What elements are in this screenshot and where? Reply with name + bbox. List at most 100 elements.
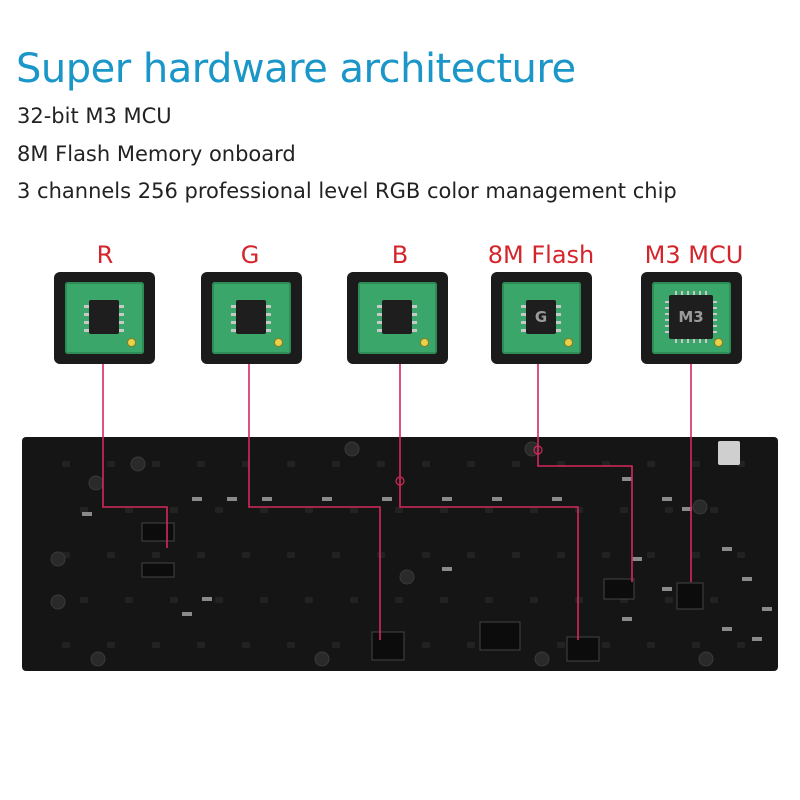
smd-component xyxy=(442,497,452,501)
switch-pad xyxy=(287,461,295,467)
switch-pad xyxy=(197,552,205,558)
board-ic xyxy=(141,522,175,542)
board-ic xyxy=(479,621,521,651)
switch-pad xyxy=(242,642,250,648)
mounting-hole xyxy=(50,594,66,610)
chip-pin xyxy=(377,305,382,308)
chip-pin xyxy=(266,305,271,308)
chip-pin xyxy=(266,313,271,316)
chip-pin xyxy=(665,319,669,321)
trace-r xyxy=(102,364,168,548)
trace-b xyxy=(399,364,579,640)
chip-pin xyxy=(713,301,717,303)
switch-pad xyxy=(647,552,655,558)
chip-pin xyxy=(681,291,683,295)
switch-pad xyxy=(152,552,160,558)
switch-pad xyxy=(692,642,700,648)
chip-card-mcu: M3 xyxy=(641,272,742,364)
switch-pad xyxy=(242,461,250,467)
switch-pad xyxy=(107,642,115,648)
smd-component xyxy=(682,507,692,511)
switch-pad xyxy=(440,597,448,603)
board-ic xyxy=(371,631,405,661)
switch-pad xyxy=(170,597,178,603)
smd-component xyxy=(742,577,752,581)
switch-pad xyxy=(107,461,115,467)
mcu-logo-icon: M3 xyxy=(678,308,704,326)
mounting-hole xyxy=(534,651,550,667)
smd-component xyxy=(752,637,762,641)
chip-pin xyxy=(687,339,689,343)
via-b xyxy=(395,476,405,486)
board-ic xyxy=(603,578,635,600)
board-ic xyxy=(676,582,704,610)
trace-flash xyxy=(537,364,633,582)
switch-pad xyxy=(395,597,403,603)
chip-pin xyxy=(412,321,417,324)
chip-pin xyxy=(693,291,695,295)
smd-component xyxy=(622,617,632,621)
chip-label-g: G xyxy=(240,241,260,269)
chip-card-b xyxy=(347,272,448,364)
chip-pin xyxy=(412,313,417,316)
switch-pad xyxy=(260,507,268,513)
chip-pin xyxy=(705,339,707,343)
mounting-hole xyxy=(50,551,66,567)
chip-label-flash: 8M Flash xyxy=(487,241,595,269)
chip-pin xyxy=(699,291,701,295)
smd-component xyxy=(552,497,562,501)
smd-component xyxy=(322,497,332,501)
chip-pcb: M3 xyxy=(652,282,731,354)
switch-pad xyxy=(332,461,340,467)
chip-pin xyxy=(665,325,669,327)
chip-pin xyxy=(231,321,236,324)
chip-pin xyxy=(84,321,89,324)
chip-pin xyxy=(713,331,717,333)
chip-pin xyxy=(665,331,669,333)
switch-pad xyxy=(62,461,70,467)
switch-pad xyxy=(242,552,250,558)
switch-pad xyxy=(485,507,493,513)
switch-pad xyxy=(287,552,295,558)
chip-pin xyxy=(713,313,717,315)
switch-pad xyxy=(125,597,133,603)
switch-pad xyxy=(575,507,583,513)
soic-chip xyxy=(231,300,271,334)
smd-component xyxy=(662,497,672,501)
feature-mcu: 32-bit M3 MCU xyxy=(17,104,172,128)
smd-component xyxy=(492,497,502,501)
chip-pin xyxy=(556,329,561,332)
chip-pin xyxy=(521,321,526,324)
chip-pin xyxy=(266,329,271,332)
chip-pin xyxy=(687,291,689,295)
chip-pin xyxy=(521,329,526,332)
flash-chip: G xyxy=(521,300,561,334)
smd-component xyxy=(442,567,452,571)
chip-pin xyxy=(713,319,717,321)
chip-pin xyxy=(84,329,89,332)
switch-pad xyxy=(710,597,718,603)
smd-component xyxy=(722,627,732,631)
chip-card-r xyxy=(54,272,155,364)
switch-pad xyxy=(440,507,448,513)
smd-component xyxy=(82,512,92,516)
chip-pcb xyxy=(358,282,437,354)
smd-component xyxy=(662,587,672,591)
switch-pad xyxy=(737,552,745,558)
chip-pin xyxy=(693,339,695,343)
mcu-chip: M3 xyxy=(665,291,717,343)
chip-pin xyxy=(231,329,236,332)
smd-component xyxy=(202,597,212,601)
switch-pad xyxy=(665,507,673,513)
switch-pad xyxy=(512,552,520,558)
chip-pin xyxy=(377,329,382,332)
switch-pad xyxy=(377,461,385,467)
feature-flash: 8M Flash Memory onboard xyxy=(17,142,296,166)
switch-pad xyxy=(692,461,700,467)
feature-rgb-chip: 3 channels 256 professional level RGB co… xyxy=(17,179,677,203)
chip-pin xyxy=(521,313,526,316)
switch-pad xyxy=(62,642,70,648)
mounting-hole xyxy=(692,499,708,515)
chip-pin xyxy=(675,339,677,343)
